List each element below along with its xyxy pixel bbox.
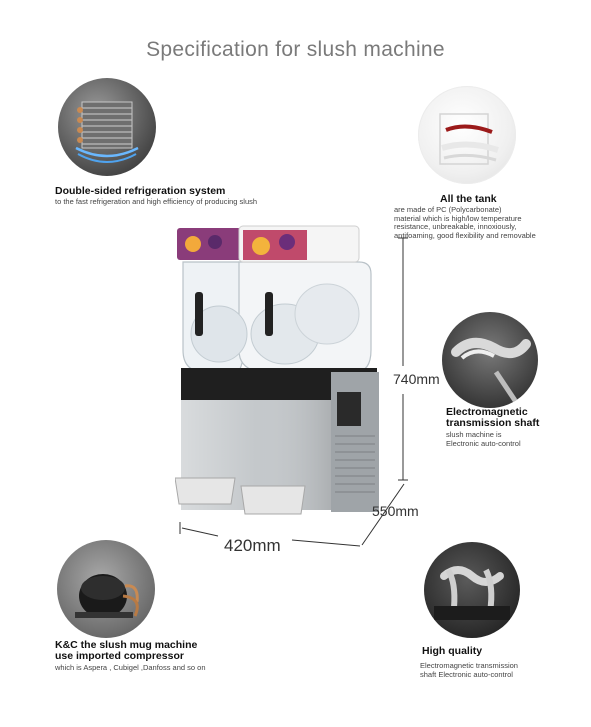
- tank-desc-line: are made of PC (Polycarbonate): [394, 205, 502, 214]
- quality-desc: Electromagnetic transmission shaft Elect…: [420, 661, 518, 679]
- quality-desc-line: shaft Electronic auto-control: [420, 669, 513, 679]
- shaft-title: Electromagnetic transmission shaft: [446, 407, 539, 429]
- compressor-desc: which is Aspera , Cubigel ,Danfoss and s…: [55, 663, 206, 672]
- refrigeration-desc: to the fast refrigeration and high effic…: [55, 197, 258, 206]
- compressor-title-line: K&C the slush mug machine: [55, 639, 198, 651]
- width-dimension-label: 420mm: [224, 536, 281, 555]
- shaft-desc-line: Electronic auto-control: [446, 438, 521, 448]
- depth-dimension-label: 550mm: [372, 503, 419, 519]
- compressor-title-line: use imported compressor: [55, 650, 184, 662]
- shaft-desc: slush machine is Electronic auto-control: [446, 430, 521, 448]
- tank-desc-line: resistance, unbreakable, innoxiously,: [394, 222, 517, 231]
- compressor-title: K&C the slush mug machine use imported c…: [55, 640, 197, 662]
- tank-desc-line: antifoaming, good flexibility and remova…: [394, 230, 536, 240]
- tank-title: All the tank: [440, 193, 497, 205]
- tank-desc: are made of PC (Polycarbonate) material …: [394, 205, 554, 240]
- shaft-desc-line: slush machine is: [446, 430, 502, 439]
- page-title: Specification for slush machine: [146, 38, 445, 61]
- refrigeration-title: Double-sided refrigeration system: [55, 185, 226, 197]
- refrigeration-coil-image: [58, 78, 156, 176]
- quality-title: High quality: [422, 645, 483, 657]
- transmission-shaft-image: [442, 312, 538, 408]
- quality-image: [424, 542, 520, 638]
- shaft-title-line: Electromagnetic: [446, 406, 528, 418]
- height-dimension-label: 740mm: [393, 371, 440, 387]
- compressor-image: [57, 540, 155, 638]
- tank-desc-line: material which is high/low temperature: [394, 213, 522, 223]
- slush-machine-image: [175, 225, 379, 515]
- quality-desc-line: Electromagnetic transmission: [420, 661, 518, 670]
- tank-image: [418, 86, 516, 184]
- shaft-title-line: transmission shaft: [446, 417, 540, 429]
